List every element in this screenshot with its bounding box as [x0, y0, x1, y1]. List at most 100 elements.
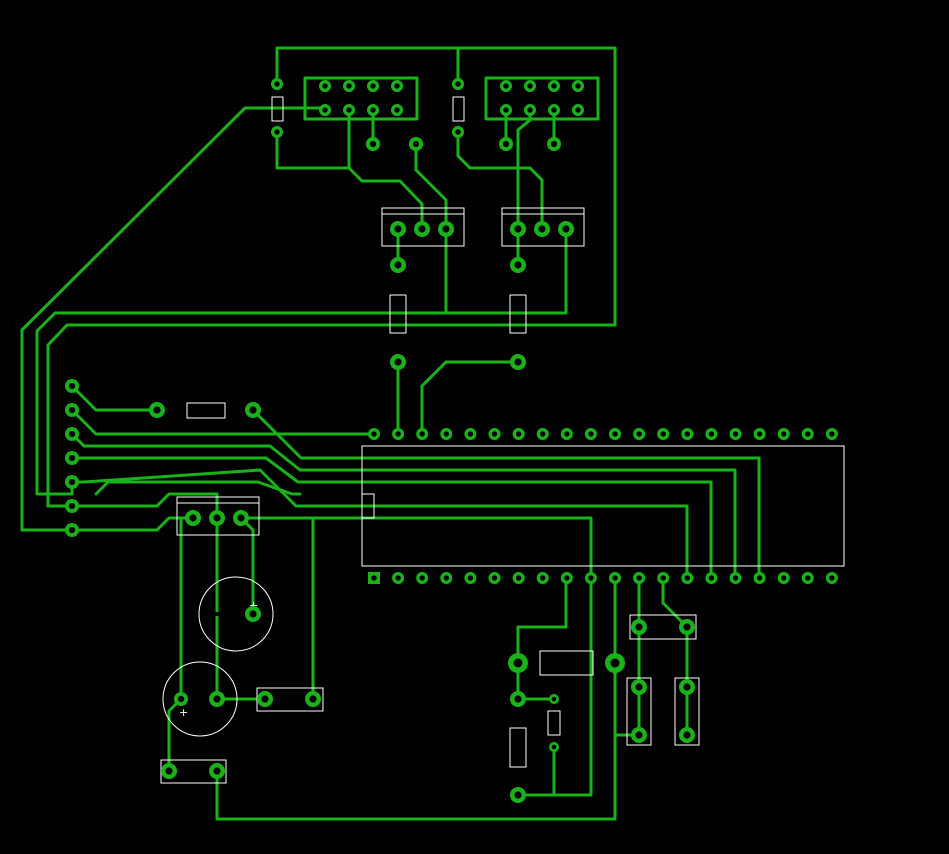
trace-vreg-left [70, 516, 195, 532]
regulator-2-pin-3-hole [562, 225, 570, 233]
resistor-r5-pad-right-hole [213, 767, 221, 775]
ic-pin-bottom-6-hole [491, 575, 498, 581]
resistor-r4-pad-left-hole [261, 695, 269, 703]
ic-pin-top-4-hole [443, 431, 449, 437]
capacitor-1-polarity-mark: + [249, 599, 258, 612]
ic-pin-top-5-hole [467, 431, 474, 437]
crystal-pad-left-hole [513, 658, 523, 668]
ic-pin-bottom-3-hole [419, 575, 425, 581]
jumper-1-pad-bottom-hole [274, 129, 280, 135]
resistor-r4-pad-right-hole [309, 695, 317, 703]
regulator-3-pin-3-hole [237, 514, 245, 522]
capacitor-c5-pad-top-hole [683, 683, 691, 691]
header-2-pin-a4-hole [575, 83, 581, 89]
ic-pin-top-16-hole [732, 431, 739, 437]
copper-traces [20, 46, 761, 821]
regulator-1-pin-1-hole [394, 225, 402, 233]
ic-pin-top-15-hole [708, 431, 715, 437]
trace-vreg-lower [70, 492, 219, 520]
resistor-r2-pad-bottom-hole [514, 358, 522, 366]
left-connector-pin-1-hole [68, 382, 76, 390]
trace-hdr1-r2 [347, 166, 424, 231]
capacitor-c4-pad-top-hole [635, 683, 643, 691]
trace-pin1 [251, 408, 376, 436]
regulator-1-pin-3-hole [442, 225, 450, 233]
left-connector-pin-7-hole [68, 526, 76, 534]
ic-pin-top-2-hole [395, 431, 401, 437]
silkscreen: + + [160, 76, 845, 784]
trace-hdr1-r4 [414, 142, 448, 315]
capacitor-c3-outline [629, 614, 697, 640]
resistor-r3-pad-right-hole [249, 406, 257, 414]
regulator-3-pin-1-hole [189, 514, 197, 522]
ic-pin-bottom-7-hole [515, 575, 522, 581]
header-1-pin-a3-hole [370, 83, 376, 89]
left-connector-pin-6-hole [68, 502, 76, 510]
trace-r-to-chip2 [420, 360, 520, 436]
left-connector-pin-5-hole [68, 478, 76, 486]
resistor-r2-pad-top-hole [514, 261, 522, 269]
header-2-pin-b1-hole [503, 107, 509, 113]
header-2-pin-a3-hole [551, 83, 557, 89]
trace-bus-a [70, 408, 761, 580]
header-1-pin-b3-hole [370, 107, 376, 113]
capacitor-small-pad-bottom-hole [551, 744, 557, 750]
header-1-pin-b2-hole [346, 107, 352, 113]
left-connector-pin-3-hole [68, 430, 76, 438]
regulator-1-outline [381, 207, 465, 247]
ic-pin-top-13-hole [660, 431, 666, 437]
regulator-2-outline [501, 207, 585, 247]
trace-vreg-out [239, 516, 593, 797]
capacitor-c5-outline [674, 677, 700, 746]
capacitor-2-outline [162, 661, 238, 737]
regulator-1-pin-2-hole [418, 225, 426, 233]
trace-top-bus [46, 46, 617, 508]
header-2-pin-b4-hole [575, 107, 581, 113]
ic-pin-top-18-hole [781, 431, 787, 437]
ic-pin-bottom-8-hole [540, 575, 546, 581]
ic-pin-bottom-13-hole [660, 575, 666, 581]
ic-pin-bottom-4-hole [443, 575, 449, 581]
header-2-pin-b3-hole [551, 107, 557, 113]
regulator-3-outline [176, 496, 260, 536]
ic-pin-top-9-hole [564, 431, 570, 437]
copper-pads [65, 78, 838, 803]
jumper-1-outline [271, 96, 284, 122]
jumper-2-pad-bottom-hole [455, 129, 461, 135]
header-1-pin-a4-hole [394, 83, 400, 89]
regulator-2-pin-1-hole [514, 225, 522, 233]
trace-bus-e [94, 480, 302, 496]
trace-hdr2-r1 [456, 130, 544, 231]
header-1-pin-a1-hole [322, 83, 328, 89]
header-1-extra-pad-2-hole [412, 140, 420, 148]
capacitor-small-pad-top-hole [551, 696, 557, 702]
capacitor-c3-pad-left-hole [635, 623, 643, 631]
capacitor-2-pad-neg-hole [213, 695, 221, 703]
ic-pin-top-3-hole [419, 431, 425, 437]
regulator-3-pin-2-hole [213, 514, 221, 522]
trace-crystal-bot [516, 745, 556, 797]
trace-pin-16 [661, 576, 689, 629]
jumper-2-outline [452, 96, 465, 122]
ic-pin-top-1-hole [371, 431, 377, 437]
trace-pin-12 [516, 576, 568, 665]
capacitor-1-pad-pos-hole [249, 610, 257, 618]
header-1-pin-b1-hole [322, 107, 328, 113]
resistor-r5-outline [160, 759, 227, 784]
ic-pin-bottom-16-hole [732, 575, 739, 581]
header-1-pin-a2-hole [346, 83, 352, 89]
capacitor-c3-pad-right-hole [683, 623, 691, 631]
ic-pin-bottom-12-hole [636, 575, 642, 581]
resistor-r1-pad-bottom-hole [394, 358, 402, 366]
capacitor-2-pad-pos-hole [177, 695, 185, 703]
ic-pin-top-8-hole [540, 431, 546, 437]
regulator-2-pin-2-hole [538, 225, 546, 233]
resistor-r6-outline [509, 727, 527, 768]
header-2-outline [484, 76, 600, 121]
ic-pin-bottom-5-hole [467, 575, 474, 581]
ic-pin-top-10-hole [588, 431, 594, 437]
ic-pin-bottom-19-hole [805, 575, 811, 581]
resistor-r4-outline [256, 687, 324, 712]
trace-led-row [70, 384, 159, 412]
